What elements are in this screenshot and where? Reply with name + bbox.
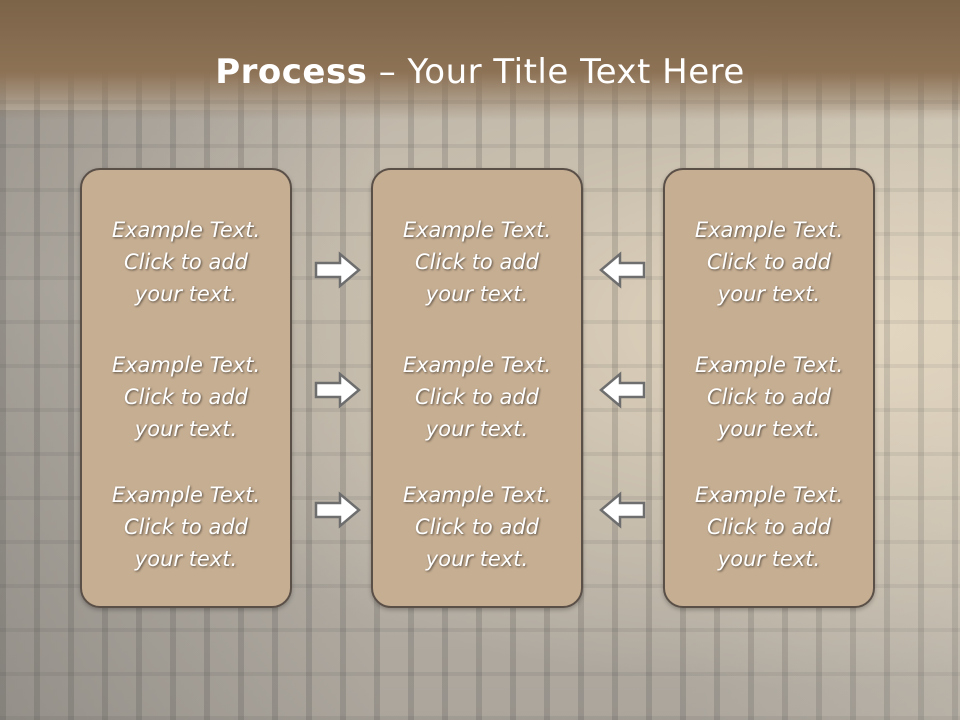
text-line: your text. [717, 282, 821, 306]
left-arrow-icon [599, 251, 646, 289]
text-line: your text. [134, 282, 238, 306]
text-block[interactable]: Example Text. Click to add your text. [373, 349, 581, 445]
text-line: your text. [134, 417, 238, 441]
text-block[interactable]: Example Text. Click to add your text. [665, 214, 873, 310]
process-box-center[interactable]: Example Text. Click to add your text. Ex… [371, 168, 583, 608]
text-line: Example Text. [694, 218, 844, 242]
text-line: Click to add [706, 515, 831, 539]
text-block[interactable]: Example Text. Click to add your text. [82, 479, 290, 575]
text-line: Click to add [123, 385, 248, 409]
text-block[interactable]: Example Text. Click to add your text. [665, 349, 873, 445]
left-arrow-icon [599, 371, 646, 409]
text-block[interactable]: Example Text. Click to add your text. [82, 349, 290, 445]
right-arrow-icon [314, 251, 361, 289]
text-line: Example Text. [111, 483, 261, 507]
slide-title[interactable]: Process – Your Title Text Here [0, 52, 960, 92]
text-line: Click to add [123, 515, 248, 539]
text-block[interactable]: Example Text. Click to add your text. [373, 214, 581, 310]
text-line: Click to add [706, 250, 831, 274]
text-line: your text. [425, 282, 529, 306]
text-line: Click to add [414, 250, 539, 274]
text-block[interactable]: Example Text. Click to add your text. [373, 479, 581, 575]
title-rest: – Your Title Text Here [367, 52, 745, 92]
text-line: your text. [717, 547, 821, 571]
text-line: Example Text. [402, 218, 552, 242]
process-box-left[interactable]: Example Text. Click to add your text. Ex… [80, 168, 292, 608]
text-line: Click to add [414, 515, 539, 539]
text-line: Example Text. [111, 353, 261, 377]
text-line: Example Text. [402, 483, 552, 507]
title-bold: Process [215, 52, 368, 92]
text-line: your text. [425, 547, 529, 571]
text-line: your text. [134, 547, 238, 571]
text-line: Click to add [123, 250, 248, 274]
text-block[interactable]: Example Text. Click to add your text. [82, 214, 290, 310]
right-arrow-icon [314, 371, 361, 409]
text-line: Example Text. [111, 218, 261, 242]
text-line: your text. [425, 417, 529, 441]
text-line: your text. [717, 417, 821, 441]
text-line: Example Text. [694, 483, 844, 507]
text-line: Click to add [414, 385, 539, 409]
right-arrow-icon [314, 491, 361, 529]
text-line: Example Text. [694, 353, 844, 377]
text-line: Example Text. [402, 353, 552, 377]
title-band [0, 0, 960, 120]
left-arrow-icon [599, 491, 646, 529]
process-box-right[interactable]: Example Text. Click to add your text. Ex… [663, 168, 875, 608]
text-line: Click to add [706, 385, 831, 409]
text-block[interactable]: Example Text. Click to add your text. [665, 479, 873, 575]
